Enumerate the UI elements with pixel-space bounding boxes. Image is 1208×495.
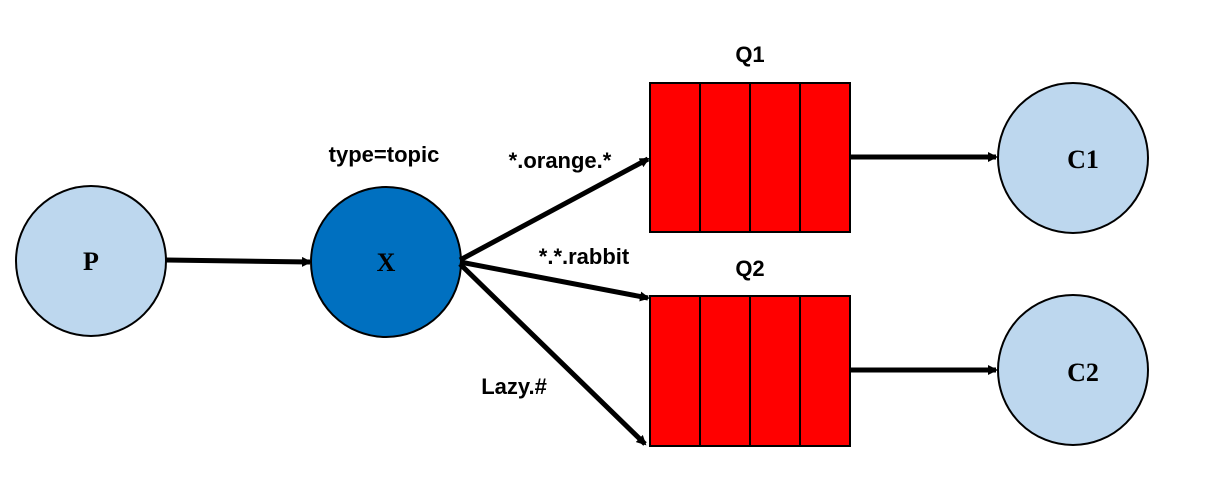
consumer-c2-label: C2 [1067,358,1099,387]
queue-q2-cell [649,295,701,447]
queue-q1-cell [699,82,751,233]
consumer-c1-circle [997,82,1149,234]
queue-q2-cell [799,295,851,447]
consumer-c2-circle [997,294,1149,446]
queue-q1-cell [749,82,801,233]
queue-q1-label: Q1 [735,42,764,67]
queue-q1: Q1 [649,42,851,233]
producer-label: P [83,247,99,276]
binding-label-lazy: Lazy.# [481,374,547,399]
queue-q2: Q2 [649,256,851,447]
binding-arrow-rabbit [459,259,650,302]
queue-q1-cell [649,82,701,233]
binding-arrow-lazy [458,262,647,446]
exchange-label: X [377,248,396,277]
queue-q1-cell [799,82,851,233]
binding-label-orange: *.orange.* [509,148,612,173]
queue-q2-cell [749,295,801,447]
queue-q2-label: Q2 [735,256,764,281]
consumer-c2: C2 [997,294,1149,446]
queue-q2-cell [699,295,751,447]
producer-to-exchange-arrow [165,256,312,267]
consumer-c1: C1 [997,82,1149,234]
exchange-type-label: type=topic [329,142,440,167]
consumer-c1-label: C1 [1067,145,1099,174]
binding-arrow-orange [458,156,650,263]
binding-label-rabbit: *.*.rabbit [539,244,630,269]
exchange-node: X type=topic [310,142,462,338]
producer-node: P [15,185,167,337]
